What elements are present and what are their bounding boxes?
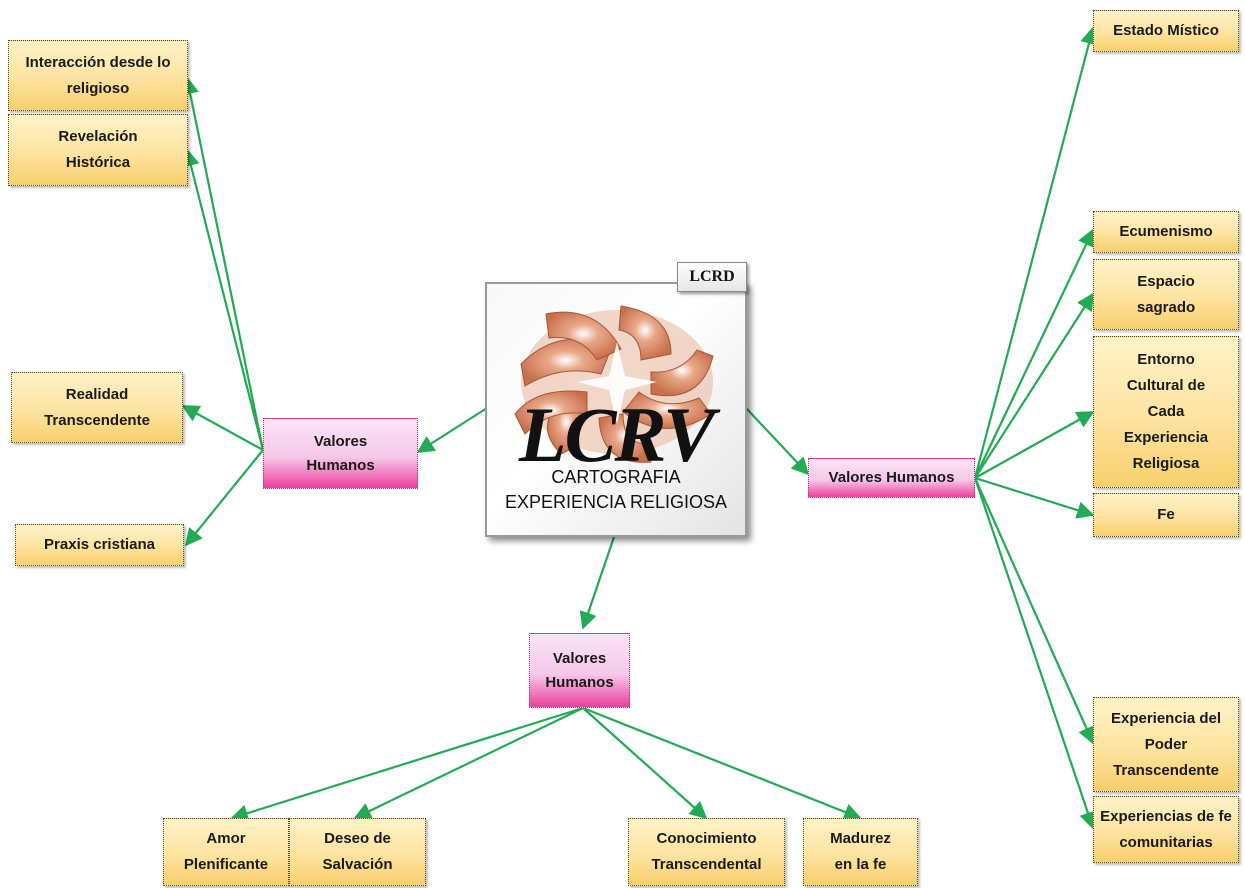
connector-deseo	[353, 707, 584, 820]
node-espacio-sagrado[interactable]: Espacio sagrado	[1093, 259, 1239, 330]
connector-praxis	[184, 449, 264, 547]
connector-espacio	[974, 292, 1094, 479]
connector-center-bottom-hub	[579, 536, 616, 630]
logo-text: LCRV	[518, 391, 715, 478]
connector-comunitarias	[973, 477, 1097, 830]
node-conocimiento-transcendental[interactable]: Conocimiento Transcendental	[628, 818, 785, 886]
connector-madurez	[582, 706, 862, 821]
connector-revelacion	[182, 148, 265, 451]
connector-fe	[974, 476, 1095, 519]
center-title-line1: CARTOGRAFIA	[551, 467, 681, 487]
node-amor-plenificante[interactable]: Amor Plenificante	[163, 818, 289, 886]
node-realidad-transcendente[interactable]: Realidad Transcendente	[11, 372, 183, 443]
node-estado-mistico[interactable]: Estado Místico	[1093, 10, 1239, 52]
node-experiencia-poder[interactable]: Experiencia del Poder Transcendente	[1093, 697, 1239, 792]
node-entorno-cultural[interactable]: Entorno Cultural de Cada Experiencia Rel…	[1093, 336, 1239, 488]
connector-center-left-hub	[416, 407, 488, 453]
node-fe[interactable]: Fe	[1093, 493, 1239, 537]
node-ecumenismo[interactable]: Ecumenismo	[1093, 211, 1239, 253]
node-madurez-fe[interactable]: Madurez en la fe	[803, 818, 918, 886]
center-title-line2: EXPERIENCIA RELIGIOSA	[504, 492, 728, 512]
connector-entorno	[974, 411, 1095, 479]
connector-estado-mistico	[973, 26, 1098, 479]
connector-ecumenismo	[974, 228, 1095, 479]
node-experiencias-comunitarias[interactable]: Experiencias de fe comunitarias	[1093, 796, 1239, 863]
connector-realidad	[181, 405, 264, 451]
connector-amor	[230, 706, 584, 822]
connector-conocimiento	[582, 707, 708, 820]
node-praxis-cristiana[interactable]: Praxis cristiana	[15, 524, 184, 566]
hub-bottom[interactable]: Valores Humanos	[529, 633, 630, 708]
node-revelacion-historica[interactable]: Revelación Histórica	[8, 114, 188, 186]
hub-left[interactable]: Valores Humanos	[263, 418, 418, 489]
connector-poder	[973, 477, 1095, 745]
node-interaccion-religioso[interactable]: Interacción desde lo religioso	[8, 40, 188, 111]
connector-center-right-hub	[745, 407, 810, 476]
center-title: CARTOGRAFIA EXPERIENCIA RELIGIOSA	[487, 465, 745, 515]
hub-right[interactable]: Valores Humanos	[808, 458, 975, 498]
connector-interaccion	[181, 76, 265, 451]
hands-logo-image	[514, 305, 714, 463]
lcrd-badge: LCRD	[677, 262, 747, 292]
node-deseo-salvacion[interactable]: Deseo de Salvación	[289, 818, 426, 886]
center-node: LCRV CARTOGRAFIA EXPERIENCIA RELIGIOSA	[485, 282, 747, 537]
